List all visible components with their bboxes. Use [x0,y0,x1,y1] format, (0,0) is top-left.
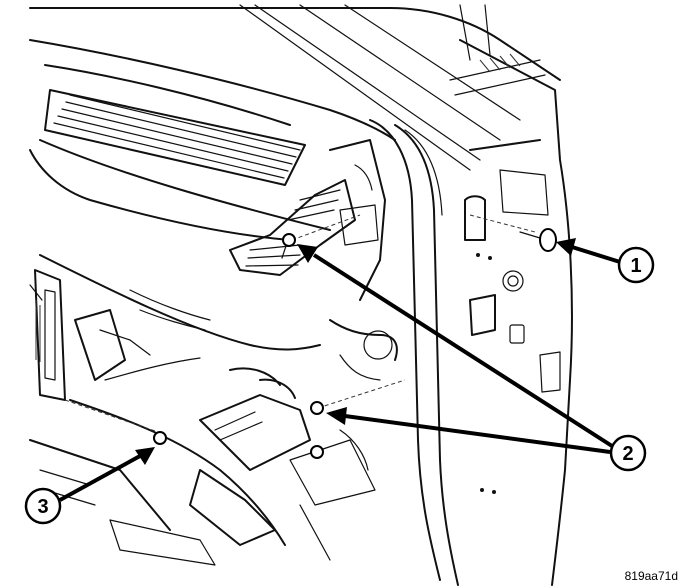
fastener-nut-3 [153,431,167,445]
callout-1: 1 [617,246,655,284]
fastener-screw-2-lower [310,401,324,415]
svg-text:2: 2 [622,443,633,465]
fastener-nut-2-floor [310,445,324,459]
callout-3: 3 [24,487,62,525]
callout-2: 2 [609,434,647,472]
figure-id-label: 819aa71d [625,569,678,583]
fastener-pin-1 [519,228,557,252]
fastener-screw-2-upper [281,233,296,259]
leader-lines [59,238,621,502]
svg-text:1: 1 [630,255,641,277]
vehicle-interior-line-art [29,4,573,586]
svg-text:3: 3 [37,496,48,518]
